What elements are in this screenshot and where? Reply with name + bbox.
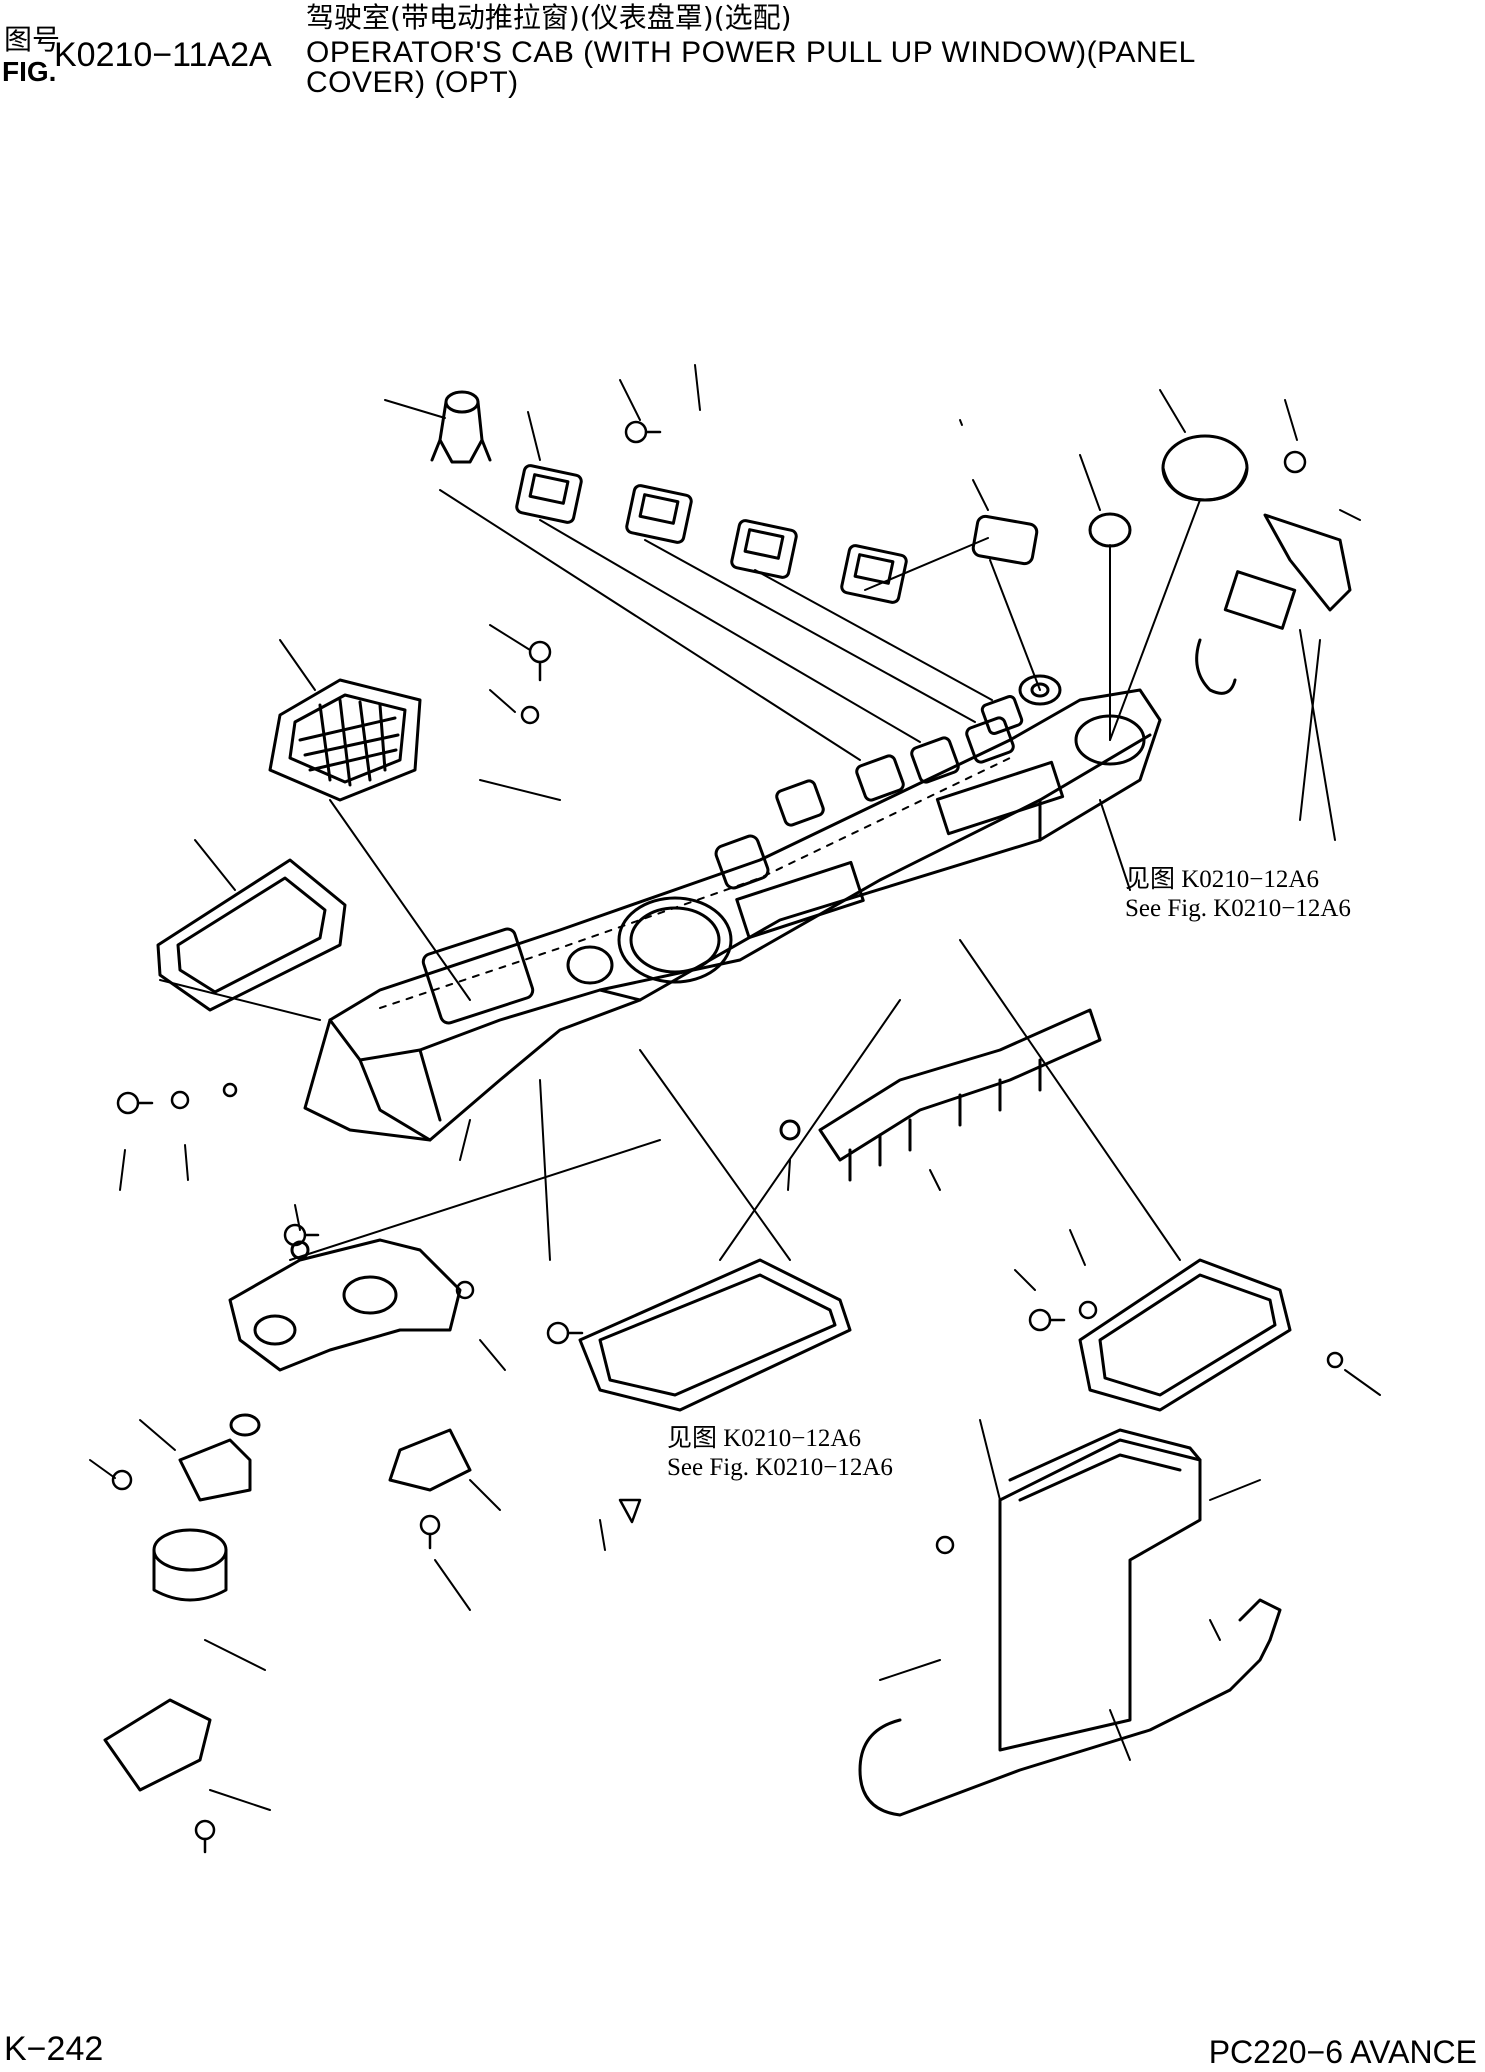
controller-box — [860, 1430, 1280, 1815]
right-bracket-and-connector — [1197, 515, 1350, 693]
figure-label: FIG. — [2, 56, 57, 87]
reference-en: See Fig. K0210−12A6 — [1125, 894, 1351, 922]
figure-title-chinese: 驾驶室(带电动推拉窗)(仪表盘罩)(选配) — [306, 1, 792, 34]
figure-label-chinese: 图号 — [4, 23, 61, 56]
figure-title-line-1: OPERATOR'S CAB (WITH POWER PULL UP WINDO… — [306, 36, 1196, 69]
fasteners — [113, 422, 1342, 1852]
reference-cn: 见图 K0210−12A6 — [1125, 866, 1319, 893]
bottom-right-plate — [1080, 1260, 1290, 1410]
figure-number: K0210−11A2A — [54, 36, 272, 74]
lower-left-parts — [105, 1415, 470, 1790]
leader-lines — [90, 365, 1380, 1810]
reference-label: 见图 K0210−12A6 See Fig. K0210−12A6 — [667, 1425, 893, 1483]
reference-cn: 见图 K0210−12A6 — [667, 1425, 861, 1452]
gauge-covers — [1032, 436, 1247, 696]
panel-cover — [305, 676, 1160, 1140]
wiring-harness-clip — [781, 1010, 1100, 1180]
cigarette-lighter — [432, 392, 490, 462]
figure-title-line-2: COVER) (OPT) — [306, 66, 519, 99]
page-number: K−242 — [4, 2030, 104, 2068]
reference-en: See Fig. K0210−12A6 — [667, 1453, 893, 1481]
vent-gasket — [158, 860, 345, 1010]
reference-label: 见图 K0210−12A6 See Fig. K0210−12A6 — [1125, 866, 1351, 924]
bottom-center-plate — [580, 1260, 850, 1410]
model-name: PC220−6 AVANCE — [1208, 2034, 1477, 2070]
lower-left-bracket — [230, 1240, 460, 1370]
air-vent-grille — [270, 680, 420, 800]
